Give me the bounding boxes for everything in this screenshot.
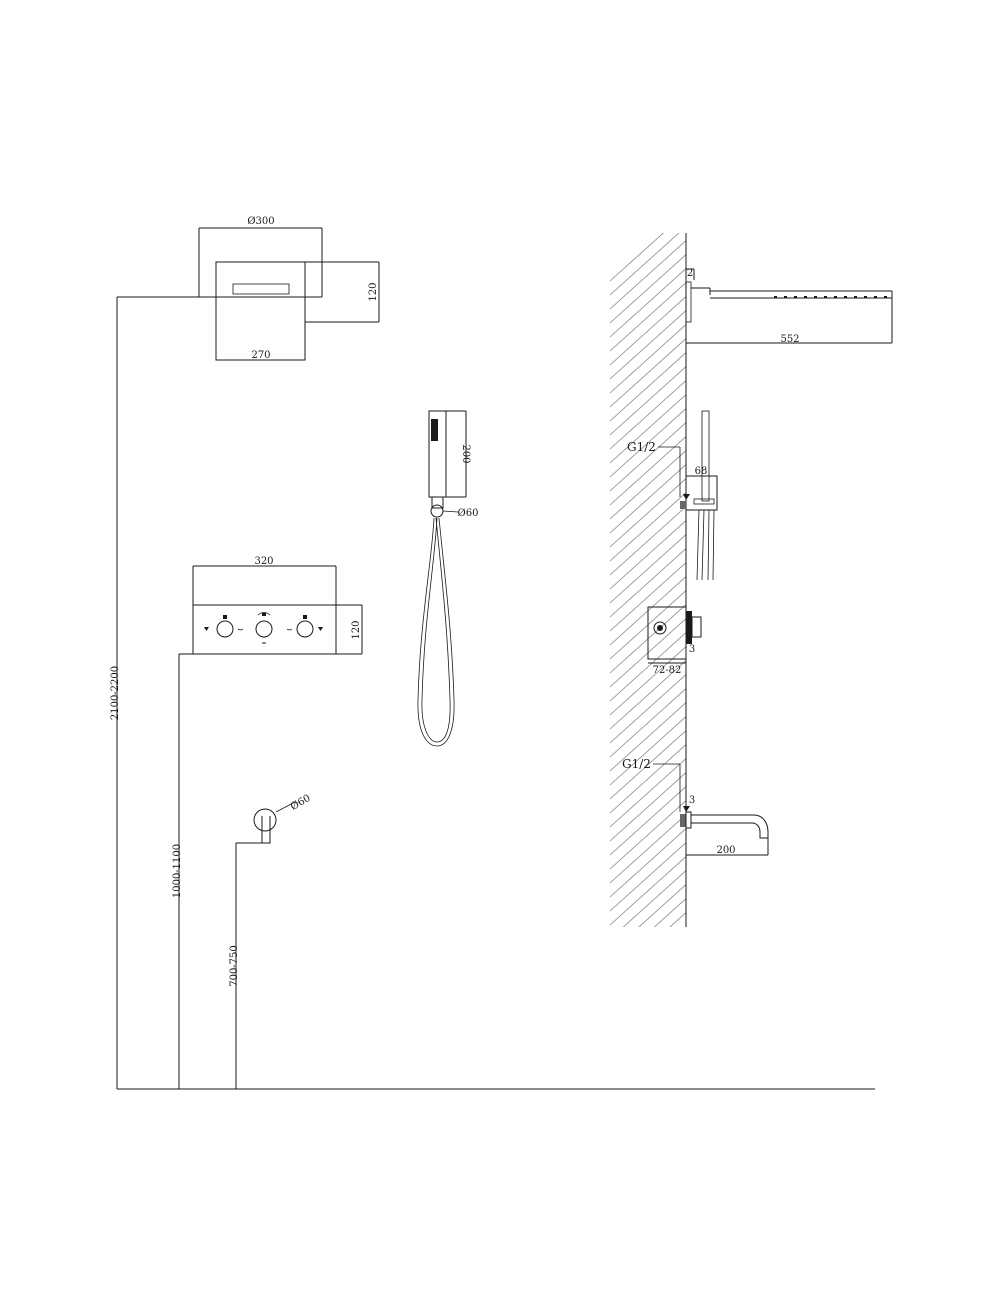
label-holder-diameter: Ø60 [458, 508, 479, 519]
mixer-knob-right [286, 615, 323, 638]
label-head-height: 120 [368, 282, 379, 301]
label-height-outlet: 700-750 [229, 945, 240, 987]
label-outlet-diameter: Ø60 [289, 793, 313, 813]
mixer-knob-middle [255, 612, 273, 644]
wall-outlet-front: Ø60 [253, 793, 313, 844]
label-handshower-length: 200 [460, 444, 471, 463]
mixer-side: 3 72-82 [647, 606, 702, 676]
thermostatic-mixer-front: 320 120 [192, 556, 363, 655]
label-mixer-height: 120 [351, 620, 362, 639]
bath-spout-side: G1/2 3 200 [622, 757, 769, 856]
height-dimension-mixer: 1000-1100 [172, 653, 193, 1089]
label-mixer-small: 3 [689, 644, 695, 655]
shower-nozzles [774, 296, 887, 298]
label-mixer-depth: 72-82 [653, 665, 682, 676]
label-head-diameter: Ø300 [247, 216, 274, 227]
label-arm-small: 2 [687, 268, 693, 279]
handshower-holder-side: G1/2 68 [627, 410, 718, 581]
label-height-head: 2100-2200 [110, 666, 121, 720]
label-head-width: 270 [251, 350, 270, 361]
wall-section [610, 233, 687, 927]
label-height-mixer: 1000-1100 [172, 844, 183, 898]
label-mixer-width: 320 [254, 556, 273, 567]
label-holder-depth: 68 [695, 466, 708, 477]
height-dimension-head: 2100-2200 [110, 296, 216, 1089]
label-spout-length: 200 [716, 845, 735, 856]
shower-arm-side: 2 552 [685, 268, 893, 345]
hand-shower: 200 Ø60 [417, 410, 479, 747]
shower-head-front: Ø300 120 270 [198, 216, 380, 361]
mixer-knob-left [204, 615, 244, 638]
label-arm-length: 552 [780, 334, 799, 345]
label-thread-bottom: G1/2 [622, 757, 651, 771]
label-spout-small: 3 [689, 795, 695, 806]
label-thread-top: G1/2 [627, 440, 656, 454]
height-dimension-outlet: 700-750 [229, 842, 262, 1089]
